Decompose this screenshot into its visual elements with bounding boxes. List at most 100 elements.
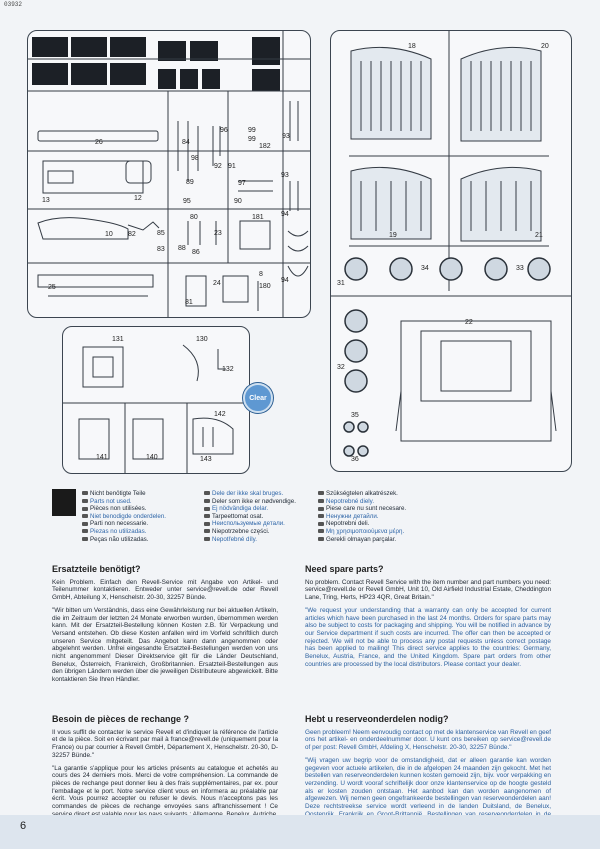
legend-item: Nicht benötigte Teile xyxy=(82,490,166,498)
legend-column-1: Nicht benötigte Teile Parts not used. Pi… xyxy=(82,490,166,543)
part-number: 21 xyxy=(535,232,543,239)
part-number: 24 xyxy=(213,280,221,287)
part-number: 23 xyxy=(214,230,222,237)
part-number: 89 xyxy=(186,179,194,186)
flag-icon xyxy=(204,536,210,541)
footer-band xyxy=(0,815,600,849)
part-number: 132 xyxy=(222,366,234,373)
part-number: 180 xyxy=(259,283,271,290)
section-intro: No problem. Contact Revell Service with … xyxy=(305,578,551,602)
flag-icon xyxy=(204,506,210,511)
flag-icon xyxy=(204,498,210,503)
part-number: 26 xyxy=(95,139,103,146)
part-number: 95 xyxy=(183,198,191,205)
part-number: 25 xyxy=(48,284,56,291)
part-number: 88 xyxy=(178,245,186,252)
part-number: 94 xyxy=(281,277,289,284)
part-number: 83 xyxy=(157,246,165,253)
flag-icon xyxy=(204,491,210,496)
part-number: 12 xyxy=(134,195,142,202)
part-number: 91 xyxy=(228,163,236,170)
legend-item: Parti non necessarie. xyxy=(82,520,166,528)
part-number: 96 xyxy=(220,127,228,134)
legend-item: Nepotřebné díly. xyxy=(204,536,296,544)
legend-column-3: Szükségtelen alkatrészek. Nepotrebné die… xyxy=(318,490,406,543)
section-intro: Geen probleem! Neem eenvoudig contact op… xyxy=(305,728,551,752)
flag-icon xyxy=(318,498,324,503)
clear-parts-badge: Clear xyxy=(243,383,273,413)
section-nl: Hebt u reserveonderdelen nodig? Geen pro… xyxy=(305,714,551,839)
legend-item: Неиспользуемые детали. xyxy=(204,520,296,528)
part-number: 131 xyxy=(112,336,124,343)
flag-icon xyxy=(82,506,88,511)
part-number: 92 xyxy=(214,163,222,170)
sprue-right-drawing xyxy=(331,31,571,457)
part-number: 36 xyxy=(351,456,359,463)
flag-icon xyxy=(204,529,210,534)
part-number: 86 xyxy=(192,249,200,256)
section-heading: Besoin de pièces de rechange ? xyxy=(52,714,190,724)
part-number: 13 xyxy=(42,197,50,204)
section-body: "Wir bitten um Verständnis, dass eine Ge… xyxy=(52,606,278,684)
part-number: 141 xyxy=(96,454,108,461)
section-heading: Hebt u reserveonderdelen nodig? xyxy=(305,714,449,724)
sprue-frame-right xyxy=(330,30,572,472)
legend-item: Tarpeettomat osat. xyxy=(204,513,296,521)
part-number: 8 xyxy=(259,271,263,278)
legend-column-2: Dele der ikke skal bruges. Deler som ikk… xyxy=(204,490,296,543)
flag-icon xyxy=(318,536,324,541)
sprue-frame-bottom xyxy=(62,326,250,474)
flag-icon xyxy=(318,506,324,511)
legend-item: Deler som ikke er nødvendige. xyxy=(204,498,296,506)
legend-item: Nepotrebné diely. xyxy=(318,498,406,506)
flag-icon xyxy=(82,536,88,541)
sprue-left-drawing xyxy=(28,31,310,317)
part-number: 18 xyxy=(408,43,416,50)
part-number: 140 xyxy=(146,454,158,461)
part-number: 82 xyxy=(128,231,136,238)
section-intro: Il vous suffit de contacter le service R… xyxy=(52,728,278,759)
part-number: 130 xyxy=(196,336,208,343)
flag-icon xyxy=(204,514,210,519)
part-number: 97 xyxy=(238,180,246,187)
part-number: 99 xyxy=(248,136,256,143)
legend-item: Niepotrzebne części. xyxy=(204,528,296,536)
page-number: 6 xyxy=(20,820,27,832)
legend-item: Piezas no utilizadas. xyxy=(82,528,166,536)
part-number: 81 xyxy=(185,299,193,306)
legend-item: Ej nödvändiga delar. xyxy=(204,505,296,513)
legend-item: Szükségtelen alkatrészek. xyxy=(318,490,406,498)
legend-item: Gerekli olmayan parçalar. xyxy=(318,536,406,544)
catalog-code: 03932 xyxy=(4,1,23,8)
flag-icon xyxy=(318,521,324,526)
legend-item: Piese care nu sunt necesare. xyxy=(318,505,406,513)
part-number: 93 xyxy=(282,133,290,140)
part-number: 85 xyxy=(157,230,165,237)
section-de: Ersatzteile benötigt? Kein Problem. Einf… xyxy=(52,564,278,689)
part-number: 84 xyxy=(182,139,190,146)
part-number: 80 xyxy=(190,214,198,221)
part-number: 35 xyxy=(351,412,359,419)
part-number: 93 xyxy=(281,172,289,179)
part-number: 99 xyxy=(248,127,256,134)
flag-icon xyxy=(82,521,88,526)
legend-item: Dele der ikke skal bruges. xyxy=(204,490,296,498)
section-heading: Ersatzteile benötigt? xyxy=(52,564,141,574)
legend-item: Peças não utilizadas. xyxy=(82,536,166,544)
legend-item: Μη χρησιμοποιούμενα μέρη. xyxy=(318,528,406,536)
flag-icon xyxy=(82,514,88,519)
flag-icon xyxy=(82,498,88,503)
flag-icon xyxy=(318,514,324,519)
part-number: 181 xyxy=(252,214,264,221)
sprue-bottom-drawing xyxy=(63,344,249,473)
flag-icon xyxy=(82,529,88,534)
legend-item: Nepotrebni deli. xyxy=(318,520,406,528)
part-number: 10 xyxy=(105,231,113,238)
part-number: 20 xyxy=(541,43,549,50)
part-number: 143 xyxy=(200,456,212,463)
part-number: 34 xyxy=(421,265,429,272)
unused-parts-swatch xyxy=(52,489,76,516)
flag-icon xyxy=(318,529,324,534)
legend-item: Parts not used. xyxy=(82,498,166,506)
